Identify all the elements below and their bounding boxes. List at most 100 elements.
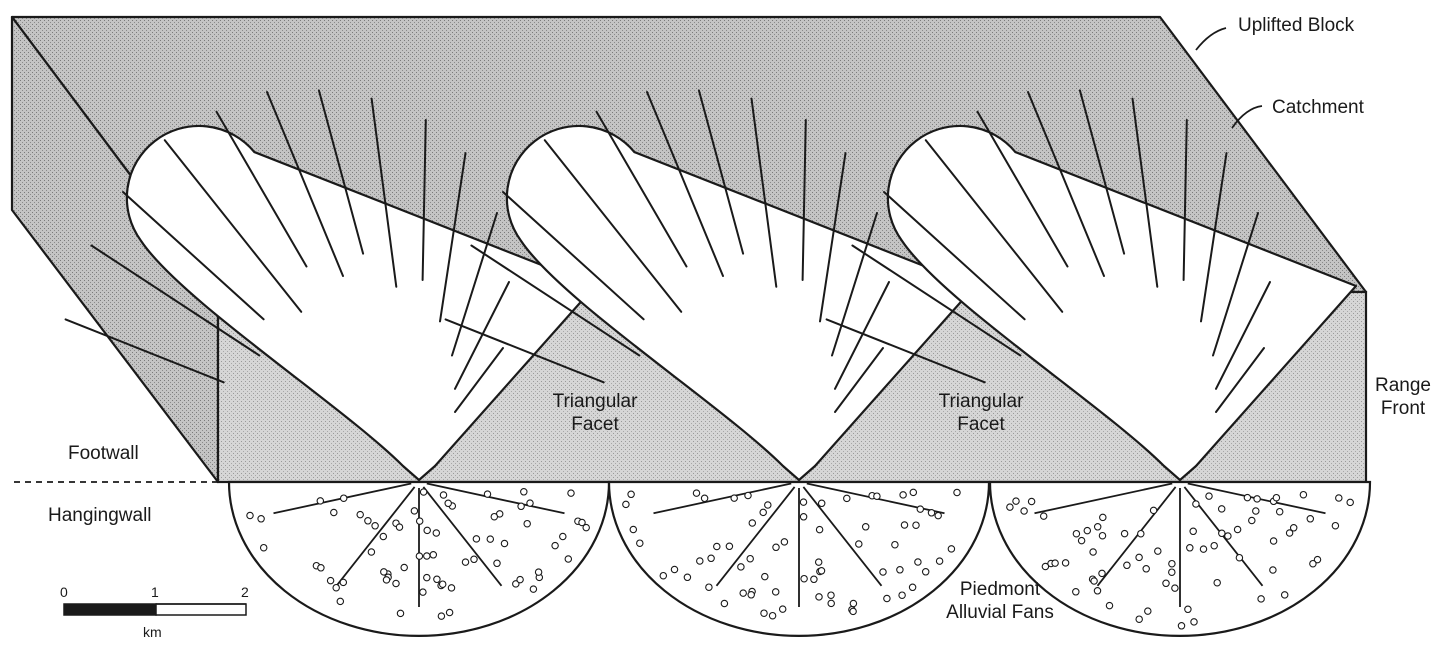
gravel-clast [517,576,523,582]
gravel-clast [1187,545,1193,551]
gravel-clast [337,598,343,604]
gravel-clast [1206,493,1212,499]
gravel-clast [440,492,446,498]
gravel-clast [494,560,500,566]
gravel-clast [816,559,822,565]
gravel-clast [623,501,629,507]
gravel-clast [780,606,786,612]
gravel-clast [1169,569,1175,575]
gravel-clast [430,552,436,558]
gravel-clast [521,489,527,495]
gravel-clast [333,585,339,591]
gravel-clast [440,581,446,587]
gravel-clast [1178,623,1184,629]
gravel-clast [1106,602,1112,608]
gravel-clast [773,589,779,595]
gravel-clast [1332,523,1338,529]
gravel-clast [518,503,524,509]
gravel-clast [396,524,402,530]
gravel-clast [1191,619,1197,625]
gravel-clast [583,524,589,530]
scale-tick-2: 2 [241,584,249,600]
gravel-clast [318,565,324,571]
gravel-clast [331,509,337,515]
gravel-clast [1270,538,1276,544]
gravel-clast [446,609,452,615]
gravel-clast [568,490,574,496]
gravel-clast [397,610,403,616]
gravel-clast [748,592,754,598]
gravel-clast [850,608,856,614]
gravel-clast [1052,560,1058,566]
gravel-clast [948,546,954,552]
gravel-clast [1090,549,1096,555]
gravel-clast [818,568,824,574]
gravel-clast [1094,588,1100,594]
gravel-clast [247,512,253,518]
gravel-clast [828,592,834,598]
footwall-label: Footwall [68,442,139,465]
gravel-clast [380,533,386,539]
piedmont-line-2: Alluvial Fans [925,601,1075,624]
uplifted-block-label: Uplifted Block [1238,14,1354,37]
gravel-clast [1078,537,1084,543]
gravel-clast [372,523,378,529]
facet-2-line-1: Triangular [921,390,1041,413]
gravel-clast [1084,527,1090,533]
gravel-clast [1062,560,1068,566]
gravel-clast [341,495,347,501]
gravel-clast [383,577,389,583]
gravel-clast [762,573,768,579]
gravel-clast [915,559,921,565]
gravel-clast [1310,561,1316,567]
gravel-clast [434,576,440,582]
gravel-clast [420,589,426,595]
gravel-clast [811,576,817,582]
scale-tick-0: 0 [60,584,68,600]
gravel-clast [445,500,451,506]
gravel-clast [1136,616,1142,622]
gravel-clast [340,579,346,585]
gravel-clast [697,558,703,564]
gravel-clast [1193,501,1199,507]
gravel-clast [1254,496,1260,502]
gravel-clast [424,553,430,559]
gravel-clast [1100,514,1106,520]
gravel-clast [1007,504,1013,510]
gravel-clast [816,594,822,600]
gravel-clast [928,510,934,516]
gravel-clast [844,495,850,501]
gravel-clast [738,564,744,570]
gravel-clast [416,553,422,559]
gravel-clast [747,556,753,562]
gravel-clast [1185,606,1191,612]
gravel-clast [781,539,787,545]
gravel-clast [800,499,806,505]
gravel-clast [714,543,720,549]
gravel-clast [628,491,634,497]
gravel-clast [693,490,699,496]
gravel-clast [721,600,727,606]
gravel-clast [424,527,430,533]
gravel-clast [706,584,712,590]
alluvial-fans-group [229,482,1370,636]
gravel-clast [749,520,755,526]
gravel-clast [892,542,898,548]
gravel-clast [417,518,423,524]
gravel-clast [1099,570,1105,576]
gravel-clast [1155,548,1161,554]
gravel-clast [1307,516,1313,522]
gravel-clast [1277,509,1283,515]
gravel-clast [365,518,371,524]
gravel-clast [936,558,942,564]
gravel-clast [491,514,497,520]
gravel-clast [684,574,690,580]
gravel-clast [535,569,541,575]
gravel-clast [393,580,399,586]
gravel-clast [630,526,636,532]
gravel-clast [863,524,869,530]
gravel-clast [828,600,834,606]
gravel-clast [1091,578,1097,584]
gravel-clast [1200,546,1206,552]
scale-bar-black [64,604,156,615]
